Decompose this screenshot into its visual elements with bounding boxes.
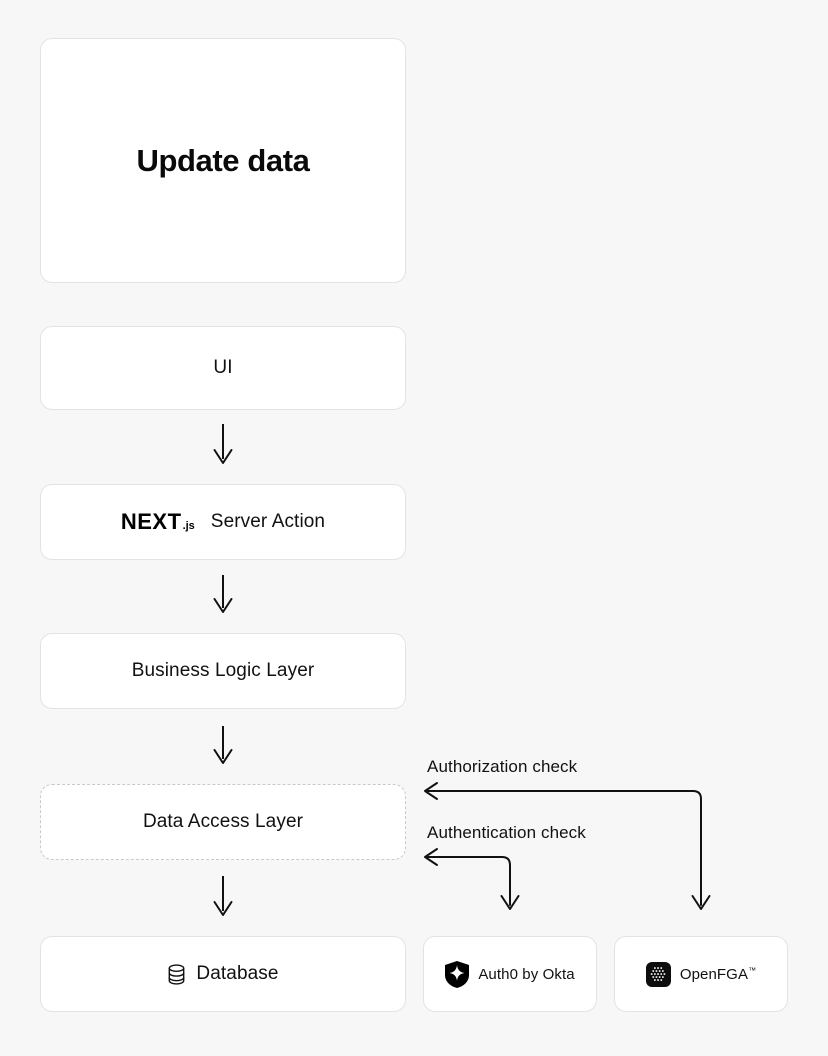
node-data-access-layer-label: Data Access Layer — [142, 811, 304, 832]
node-auth0-label: Auth0 by Okta — [478, 965, 575, 983]
node-server-action[interactable]: NEXT.js Server Action — [40, 484, 406, 560]
node-openfga-name: OpenFGA — [679, 965, 749, 983]
arrow-ui-to-server-action — [213, 424, 233, 464]
database-icon — [167, 963, 186, 985]
arrow-server-action-to-business-logic — [213, 575, 233, 613]
connector-label-authentication: Authentication check — [427, 823, 586, 842]
node-business-logic-layer[interactable]: Business Logic Layer — [40, 633, 406, 709]
node-openfga-label: OpenFGA™ — [680, 966, 756, 983]
node-database-label: Database — [196, 963, 279, 984]
connector-authorization-check — [424, 782, 711, 910]
node-openfga[interactable]: OpenFGA™ — [614, 936, 788, 1012]
nextjs-logo: NEXT.js — [121, 509, 195, 535]
node-auth0[interactable]: Auth0 by Okta — [423, 936, 597, 1012]
node-data-access-layer[interactable]: Data Access Layer — [40, 784, 406, 860]
node-ui-label: UI — [213, 357, 233, 378]
connector-authentication-check — [424, 848, 520, 910]
auth0-shield-icon — [445, 960, 470, 988]
connector-label-authorization: Authorization check — [427, 757, 578, 776]
nextjs-logo-suffix: .js — [182, 520, 195, 532]
arrow-business-logic-to-data-access — [213, 726, 233, 764]
node-server-action-label: Server Action — [210, 511, 326, 532]
node-business-logic-layer-label: Business Logic Layer — [131, 660, 315, 681]
node-ui[interactable]: UI — [40, 326, 406, 410]
nextjs-logo-word: NEXT — [120, 509, 182, 534]
page-title: Update data — [136, 142, 310, 178]
openfga-icon — [645, 961, 671, 987]
arrow-data-access-to-database — [213, 876, 233, 916]
trademark-symbol: ™ — [748, 965, 757, 975]
node-update-data[interactable]: Update data — [40, 38, 406, 283]
node-database[interactable]: Database — [40, 936, 406, 1012]
